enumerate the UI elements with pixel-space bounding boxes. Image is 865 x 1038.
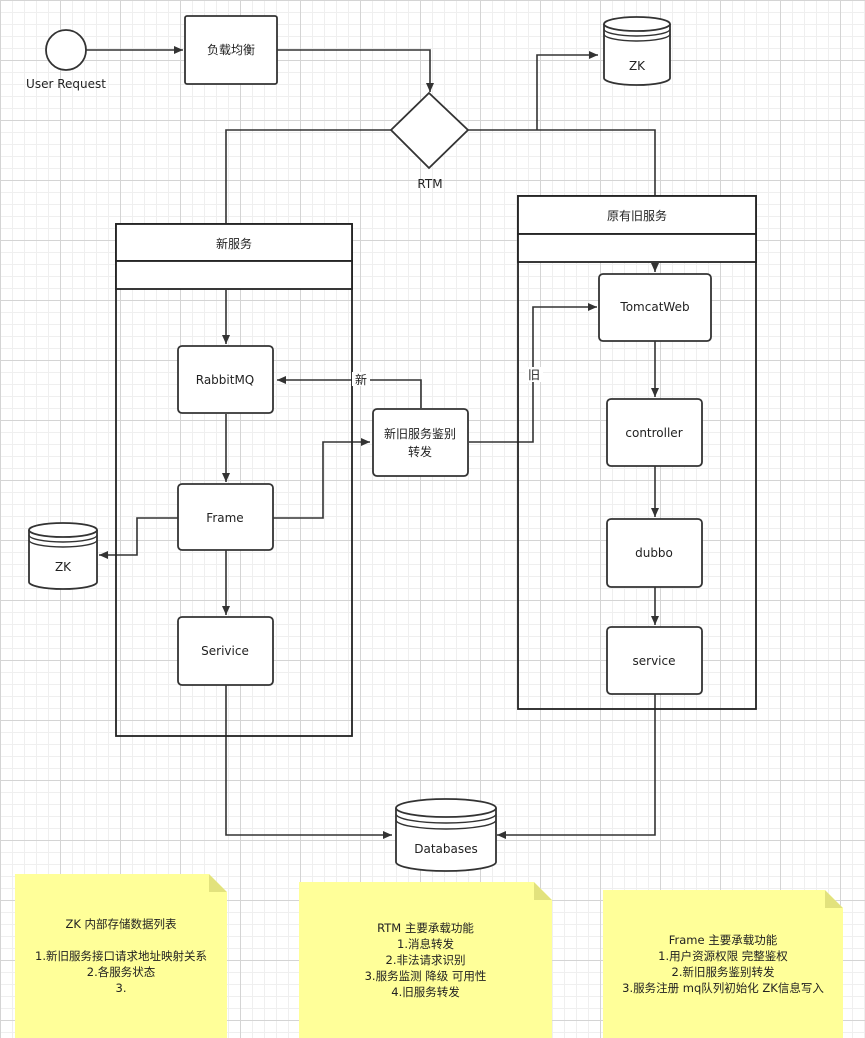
edge-rtm-to-new [225,129,391,224]
rtm-label: RTM [417,177,442,191]
rtm-note: RTM 主要承载功能 1.消息转发 2.非法请求识别 3.服务监测 降级 可用性… [299,882,552,1038]
edge-oldservice-to-db [497,694,656,839]
edge-rtm-to-old [467,129,656,196]
load-balancer-label: 负载均衡 [207,43,255,57]
frame-note: Frame 主要承载功能 1.用户资源权限 完整鉴权 2.新旧服务鉴别转发 3.… [603,890,843,1038]
tomcat-label: TomcatWeb [619,300,689,314]
rabbitmq-box [177,345,274,414]
old-service-box [606,626,703,695]
new-service-container: 新服务 [115,223,353,737]
old-service-title: 原有旧服务 [607,208,667,223]
edge-frame-to-router [273,438,370,519]
zk-top-label: ZK [629,59,646,73]
router-box [372,408,469,477]
old-service-node-label: service [633,654,676,668]
databases-cylinder: Databases [395,798,497,872]
zk-top-cylinder: ZK [603,16,671,86]
edge-old-label: 旧 [528,368,540,382]
edge-frame-to-zk [99,517,178,559]
user-request-label: User Request [26,77,106,91]
router-label-line1: 新旧服务鉴别 [384,426,456,441]
edge-lb-to-rtm [277,49,434,92]
rtm-diamond [389,91,470,170]
databases-label: Databases [414,842,478,856]
zk-note: ZK 内部存储数据列表 1.新旧服务接口请求地址映射关系 2.各服务状态 3. [15,874,227,1038]
frame-box [177,483,274,551]
controller-box [606,398,703,467]
edge-new-label-bg [352,372,370,386]
zk-left-cylinder: ZK [28,522,98,590]
router-label-line2: 转发 [408,444,432,459]
tomcat-box [598,273,712,342]
frame-note-text: Frame 主要承载功能 1.用户资源权限 完整鉴权 2.新旧服务鉴别转发 3.… [622,933,824,995]
edge-old-label-bg [525,367,543,382]
load-balancer-box [184,15,278,85]
connectors [86,46,659,839]
old-service-container: 原有旧服务 [517,195,757,710]
new-service-node-label: Serivice [201,644,249,658]
controller-label: controller [625,426,682,440]
edge-router-to-rabbitmq [277,376,422,408]
zk-note-text: ZK 内部存储数据列表 1.新旧服务接口请求地址映射关系 2.各服务状态 3. [35,917,207,995]
rabbitmq-label: RabbitMQ [196,373,255,387]
edge-rtm-to-zk [536,51,598,130]
rtm-note-text: RTM 主要承载功能 1.消息转发 2.非法请求识别 3.服务监测 降级 可用性… [364,921,487,999]
frame-label: Frame [206,511,243,525]
new-service-title: 新服务 [216,236,252,251]
new-service-box [177,616,274,686]
edge-service-to-db [225,685,392,839]
user-circle [45,29,87,71]
zk-left-label: ZK [55,560,72,574]
edge-new-label: 新 [355,372,367,387]
dubbo-box [606,518,703,588]
dubbo-label: dubbo [635,546,673,560]
